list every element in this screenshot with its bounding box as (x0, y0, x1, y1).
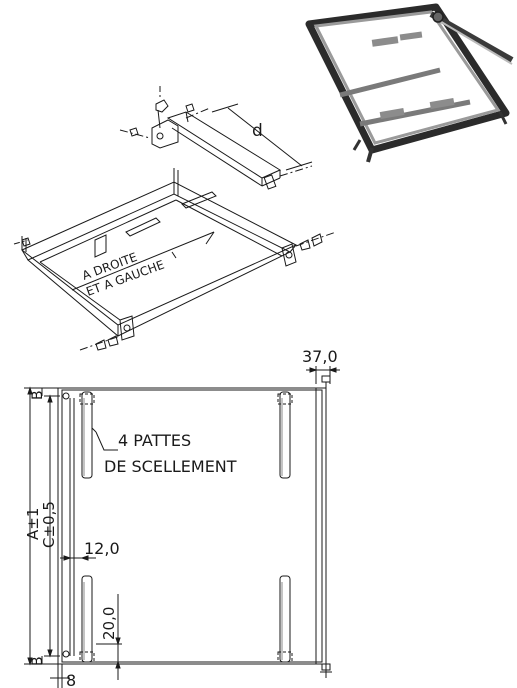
label-pattes-line1: 4 PATTES (118, 431, 191, 450)
isometric-view: d (13, 86, 337, 351)
plan-view: 37,0 A±1 C±0,5 B B 12,0 20,0 (24, 347, 340, 688)
label-d: d (252, 121, 263, 141)
dim-top-37: 37,0 (302, 347, 338, 366)
dim-b-bottom: B (30, 656, 46, 666)
dim-8: 8 (66, 671, 76, 688)
dim-b-top: B (30, 390, 46, 400)
label-pattes-line2: DE SCELLEMENT (104, 457, 237, 476)
frame-photo (305, 3, 514, 163)
dim-20: 20,0 (100, 607, 118, 640)
dim-a: A±1 (24, 508, 42, 540)
dim-c: C±0,5 (40, 501, 58, 548)
dim-12: 12,0 (84, 539, 120, 558)
